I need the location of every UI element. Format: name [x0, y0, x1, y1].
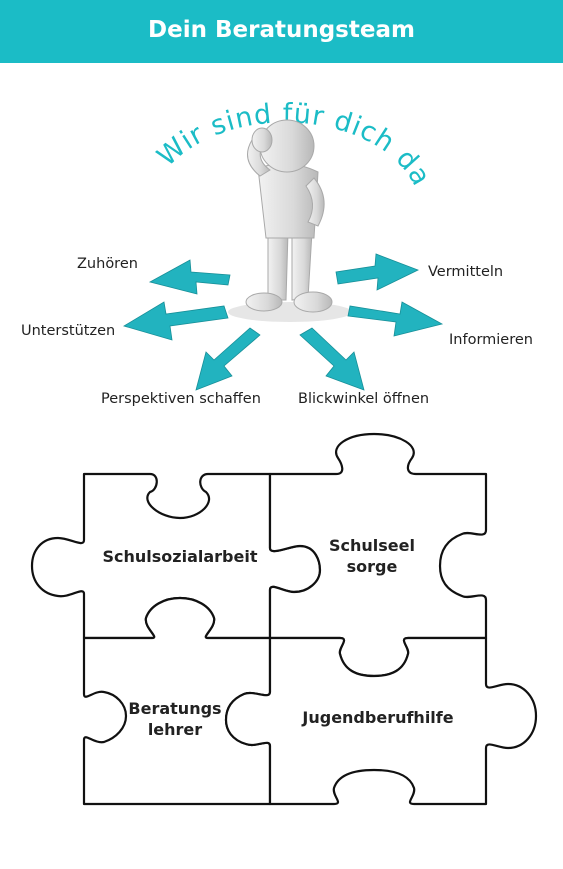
piece-label-beratungslehrer-line2: lehrer: [147, 720, 203, 739]
label-blickwinkel: Blickwinkel öffnen: [298, 391, 430, 407]
label-unterstuetzen: Unterstützen: [21, 323, 116, 339]
piece-label-schulseelsorge: Schulseel sorge: [322, 535, 422, 577]
arrow-informieren-icon: [347, 301, 444, 337]
piece-label-beratungslehrer-line1: Beratungs: [128, 699, 222, 718]
page-title: Dein Beratungsteam: [148, 17, 415, 43]
arrow-unterstuetzen-icon: [123, 301, 229, 341]
label-zuhoeren: Zuhören: [77, 256, 138, 272]
piece-label-jugendberufhilfe: Jugendberufhilfe: [302, 708, 454, 727]
arrow-blickwinkel-icon: [299, 327, 365, 391]
arrow-perspektiven-icon: [195, 327, 261, 391]
arrow-zuhoeren-icon: [148, 259, 231, 295]
puzzle-piece-jugendberufhilfe: [224, 636, 538, 806]
piece-label-schulseelsorge-line1: Schulseel: [329, 536, 415, 555]
header-bar: Dein Beratungsteam: [0, 0, 563, 63]
label-informieren: Informieren: [449, 332, 533, 348]
label-vermitteln: Vermitteln: [428, 264, 504, 280]
arrow-vermitteln-icon: [335, 253, 420, 291]
piece-label-schulsozialarbeit: Schulsozialarbeit: [102, 547, 258, 566]
piece-label-beratungslehrer: Beratungs lehrer: [112, 698, 238, 740]
thinking-figure-icon: [245, 119, 333, 313]
label-perspektiven: Perspektiven schaffen: [101, 391, 261, 407]
piece-label-schulseelsorge-line2: sorge: [346, 557, 398, 576]
